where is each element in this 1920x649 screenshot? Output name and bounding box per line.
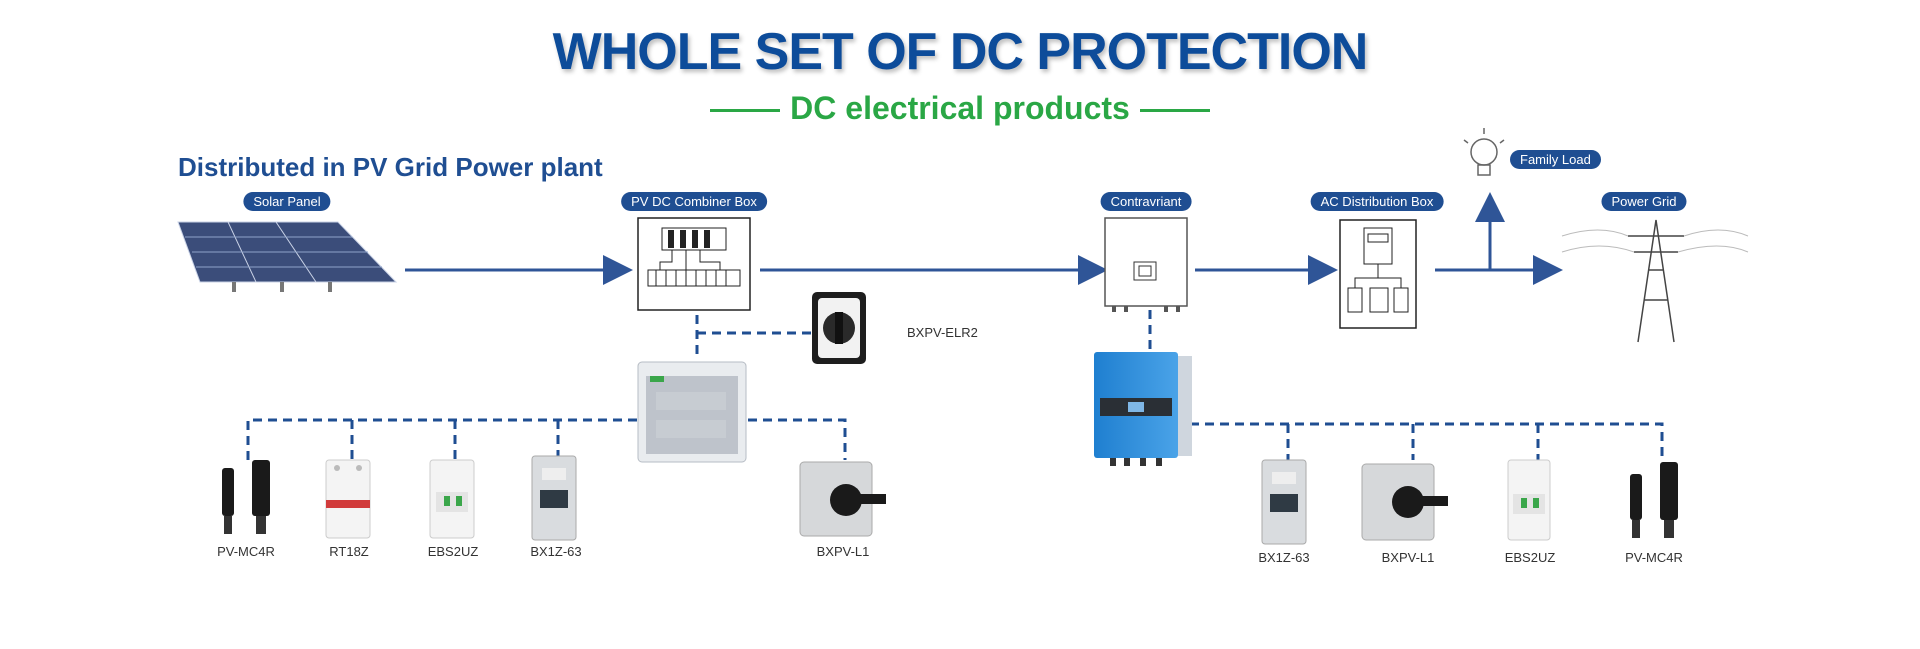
product-label-bxpv-elr2: BXPV-ELR2 [907,325,978,340]
product-label-pv-mc4r-right: PV-MC4R [1625,550,1683,565]
subtitle-right-rule [1139,109,1210,113]
main-flow-arrows [405,192,1563,285]
subtitle-text: DC electrical products [790,90,1130,126]
product-label-bxpv-l1-right: BXPV-L1 [1381,550,1435,565]
product-label-bx1z63-left: BX1Z-63 [530,544,582,559]
dashed-connections [246,310,1664,460]
enclosure-image [637,361,747,463]
product-label-ebs2uz-left: EBS2UZ [427,544,479,559]
stage-label-family-load: Family Load [1510,150,1601,169]
product-ebs2uz-left [429,459,475,539]
page-title: WHOLE SET OF DC PROTECTION [552,23,1369,81]
inverter-outline-image [1104,217,1188,312]
product-bx1z63-right [1261,459,1307,545]
blue-inverter-image [1094,352,1192,466]
product-mc4-connector-right [1630,462,1678,538]
stage-label-inverter: Contravriant [1100,192,1192,211]
product-label-bx1z63-right: BX1Z-63 [1258,550,1310,565]
product-ebs2uz-right [1507,459,1551,541]
combiner-box-image [637,217,751,311]
product-bxpv-l1-right [1361,463,1448,541]
product-bx1z63-left [531,455,577,541]
product-label-ebs2uz-right: EBS2UZ [1504,550,1556,565]
power-tower-image [1561,219,1749,343]
stage-label-ac-box: AC Distribution Box [1310,192,1444,211]
solar-panel-image [177,221,398,292]
stage-label-combiner-box: PV DC Combiner Box [621,192,767,211]
elr2-switch-image [812,292,866,364]
product-label-pv-mc4r-left: PV-MC4R [217,544,275,559]
light-bulb-icon [1463,128,1505,176]
product-rt18z [325,459,371,539]
section-title: Distributed in PV Grid Power plant [178,152,603,182]
product-label-rt18z: RT18Z [329,544,369,559]
product-label-bxpv-l1-left: BXPV-L1 [816,544,870,559]
subtitle-left-rule [710,109,781,113]
stage-label-solar-panel: Solar Panel [243,192,331,211]
product-bxpv-l1-left [799,461,886,537]
subtitle: DC electrical products [0,90,1920,127]
product-mc4-connector-left [222,460,270,534]
ac-box-image [1339,219,1417,329]
stage-label-power-grid: Power Grid [1601,192,1687,211]
